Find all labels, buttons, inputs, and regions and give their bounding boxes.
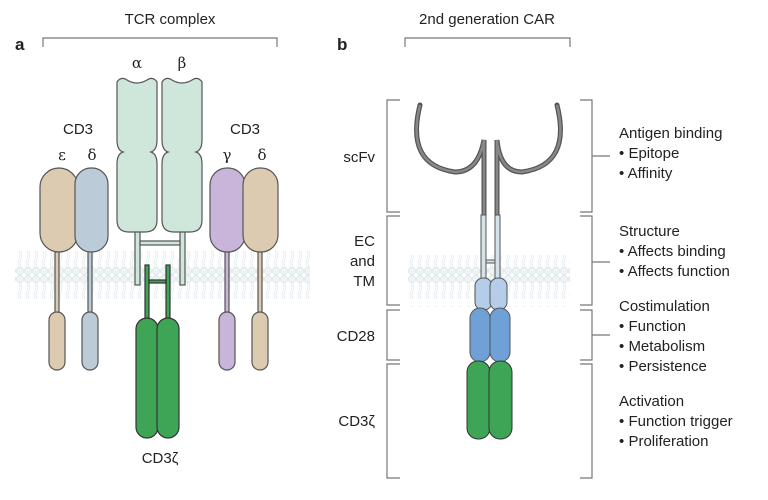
car-bracket xyxy=(404,37,571,47)
tm-label: TM xyxy=(353,273,375,290)
zeta-bridge xyxy=(148,279,167,284)
cd3-gamma-domain xyxy=(209,167,246,253)
bullet: • xyxy=(619,433,624,450)
zeta-stalk-left xyxy=(144,264,150,326)
bullet: • xyxy=(619,263,624,280)
antigen-binding-heading: Antigen binding xyxy=(619,125,722,142)
bullet-metabolism: • Metabolism xyxy=(619,338,705,355)
cd3-zeta-domain-right xyxy=(488,360,513,440)
bullet: • xyxy=(619,145,624,162)
activation-heading: Activation xyxy=(619,393,684,410)
bullet-text: Epitope xyxy=(628,145,679,162)
gamma-stalk xyxy=(224,244,230,316)
epsilon-label: ε xyxy=(58,146,66,164)
bullet-proliferation: • Proliferation xyxy=(619,433,708,450)
gamma-intracellular xyxy=(218,311,236,371)
zeta-stalk-right xyxy=(165,264,171,326)
delta-right-label: δ xyxy=(257,146,266,164)
epsilon-stalk xyxy=(54,244,60,316)
bullet-text: Affinity xyxy=(628,165,673,182)
bullet: • xyxy=(619,165,624,182)
bullet: • xyxy=(619,318,624,335)
cd3-delta-right-domain xyxy=(242,167,279,253)
bullet: • xyxy=(619,413,624,430)
delta-left-label: δ xyxy=(87,146,96,164)
domain-brackets-right xyxy=(580,99,610,479)
panel-b: b 2nd generation CAR scFv EC an xyxy=(337,11,733,479)
hinge-right xyxy=(494,214,501,286)
cd28-domain-left xyxy=(469,307,491,363)
cd3-zeta-domain-left xyxy=(466,360,491,440)
bullet-function: • Function xyxy=(619,318,686,335)
scfv-label: scFv xyxy=(343,149,375,166)
delta-right-stalk xyxy=(257,244,263,316)
beta-label: β xyxy=(178,54,187,72)
scfv-domain xyxy=(414,102,563,218)
bullet: • xyxy=(619,338,624,355)
tcr-beta-chain xyxy=(161,77,203,233)
panel-a-title: TCR complex xyxy=(125,11,216,28)
cd3-zeta-chain-left xyxy=(135,317,159,439)
tcr-complex-bracket xyxy=(42,37,278,47)
cd28-domain-right xyxy=(489,307,511,363)
tcr-disulfide-bridge xyxy=(139,240,181,246)
delta-left-stalk xyxy=(87,244,93,316)
cd3-delta-domain xyxy=(74,167,109,253)
cd3-zeta-domain-label: CD3ζ xyxy=(338,413,375,430)
delta-intracellular xyxy=(81,311,99,371)
domain-brackets-left xyxy=(386,99,400,479)
delta-right-intracellular xyxy=(251,311,269,371)
hinge-left xyxy=(480,214,487,286)
bullet-persistence: • Persistence xyxy=(619,358,707,375)
panel-b-letter: b xyxy=(337,35,347,54)
structure-heading: Structure xyxy=(619,223,680,240)
tcr-alpha-chain xyxy=(116,77,158,233)
bullet-epitope: • Epitope xyxy=(619,145,679,162)
ec-label: EC xyxy=(354,233,375,250)
alpha-label: α xyxy=(132,54,142,72)
costimulation-heading: Costimulation xyxy=(619,298,710,315)
alpha-stalk xyxy=(134,224,141,286)
bullet-text: Function trigger xyxy=(628,413,732,430)
hinge-bridge xyxy=(485,259,496,264)
cd3-left-label: CD3 xyxy=(63,121,93,138)
bullet-text: Affects function xyxy=(628,263,730,280)
bullet-affects-function: • Affects function xyxy=(619,263,730,280)
bullet-text: Affects binding xyxy=(628,243,726,260)
bullet-text: Proliferation xyxy=(628,433,708,450)
panel-a: a TCR complex CD3 ε δ α β CD3 γ δ xyxy=(15,11,310,467)
bullet: • xyxy=(619,243,624,260)
bullet-affinity: • Affinity xyxy=(619,165,673,182)
domain-annotations: Antigen binding • Epitope • Affinity Str… xyxy=(619,125,733,450)
epsilon-intracellular xyxy=(48,311,66,371)
cd3-right-label: CD3 xyxy=(230,121,260,138)
and-label: and xyxy=(350,253,375,270)
panel-a-letter: a xyxy=(15,35,25,54)
panel-b-title: 2nd generation CAR xyxy=(419,11,555,28)
bullet-text: Metabolism xyxy=(628,338,705,355)
cd3-epsilon-domain xyxy=(39,167,79,253)
tm-domain-right xyxy=(489,277,508,311)
bullet-function-trigger: • Function trigger xyxy=(619,413,733,430)
bullet: • xyxy=(619,358,624,375)
cd28-label: CD28 xyxy=(337,328,375,345)
bullet-text: Function xyxy=(628,318,686,335)
cd3-zeta-label: CD3ζ xyxy=(142,450,179,467)
tm-domain-left xyxy=(474,277,493,311)
cd3-zeta-chain-right xyxy=(156,317,180,439)
bullet-affects-binding: • Affects binding xyxy=(619,243,726,260)
gamma-label: γ xyxy=(223,146,232,164)
scfv-highlight xyxy=(415,104,562,215)
bullet-text: Persistence xyxy=(628,358,706,375)
beta-stalk xyxy=(179,224,186,286)
